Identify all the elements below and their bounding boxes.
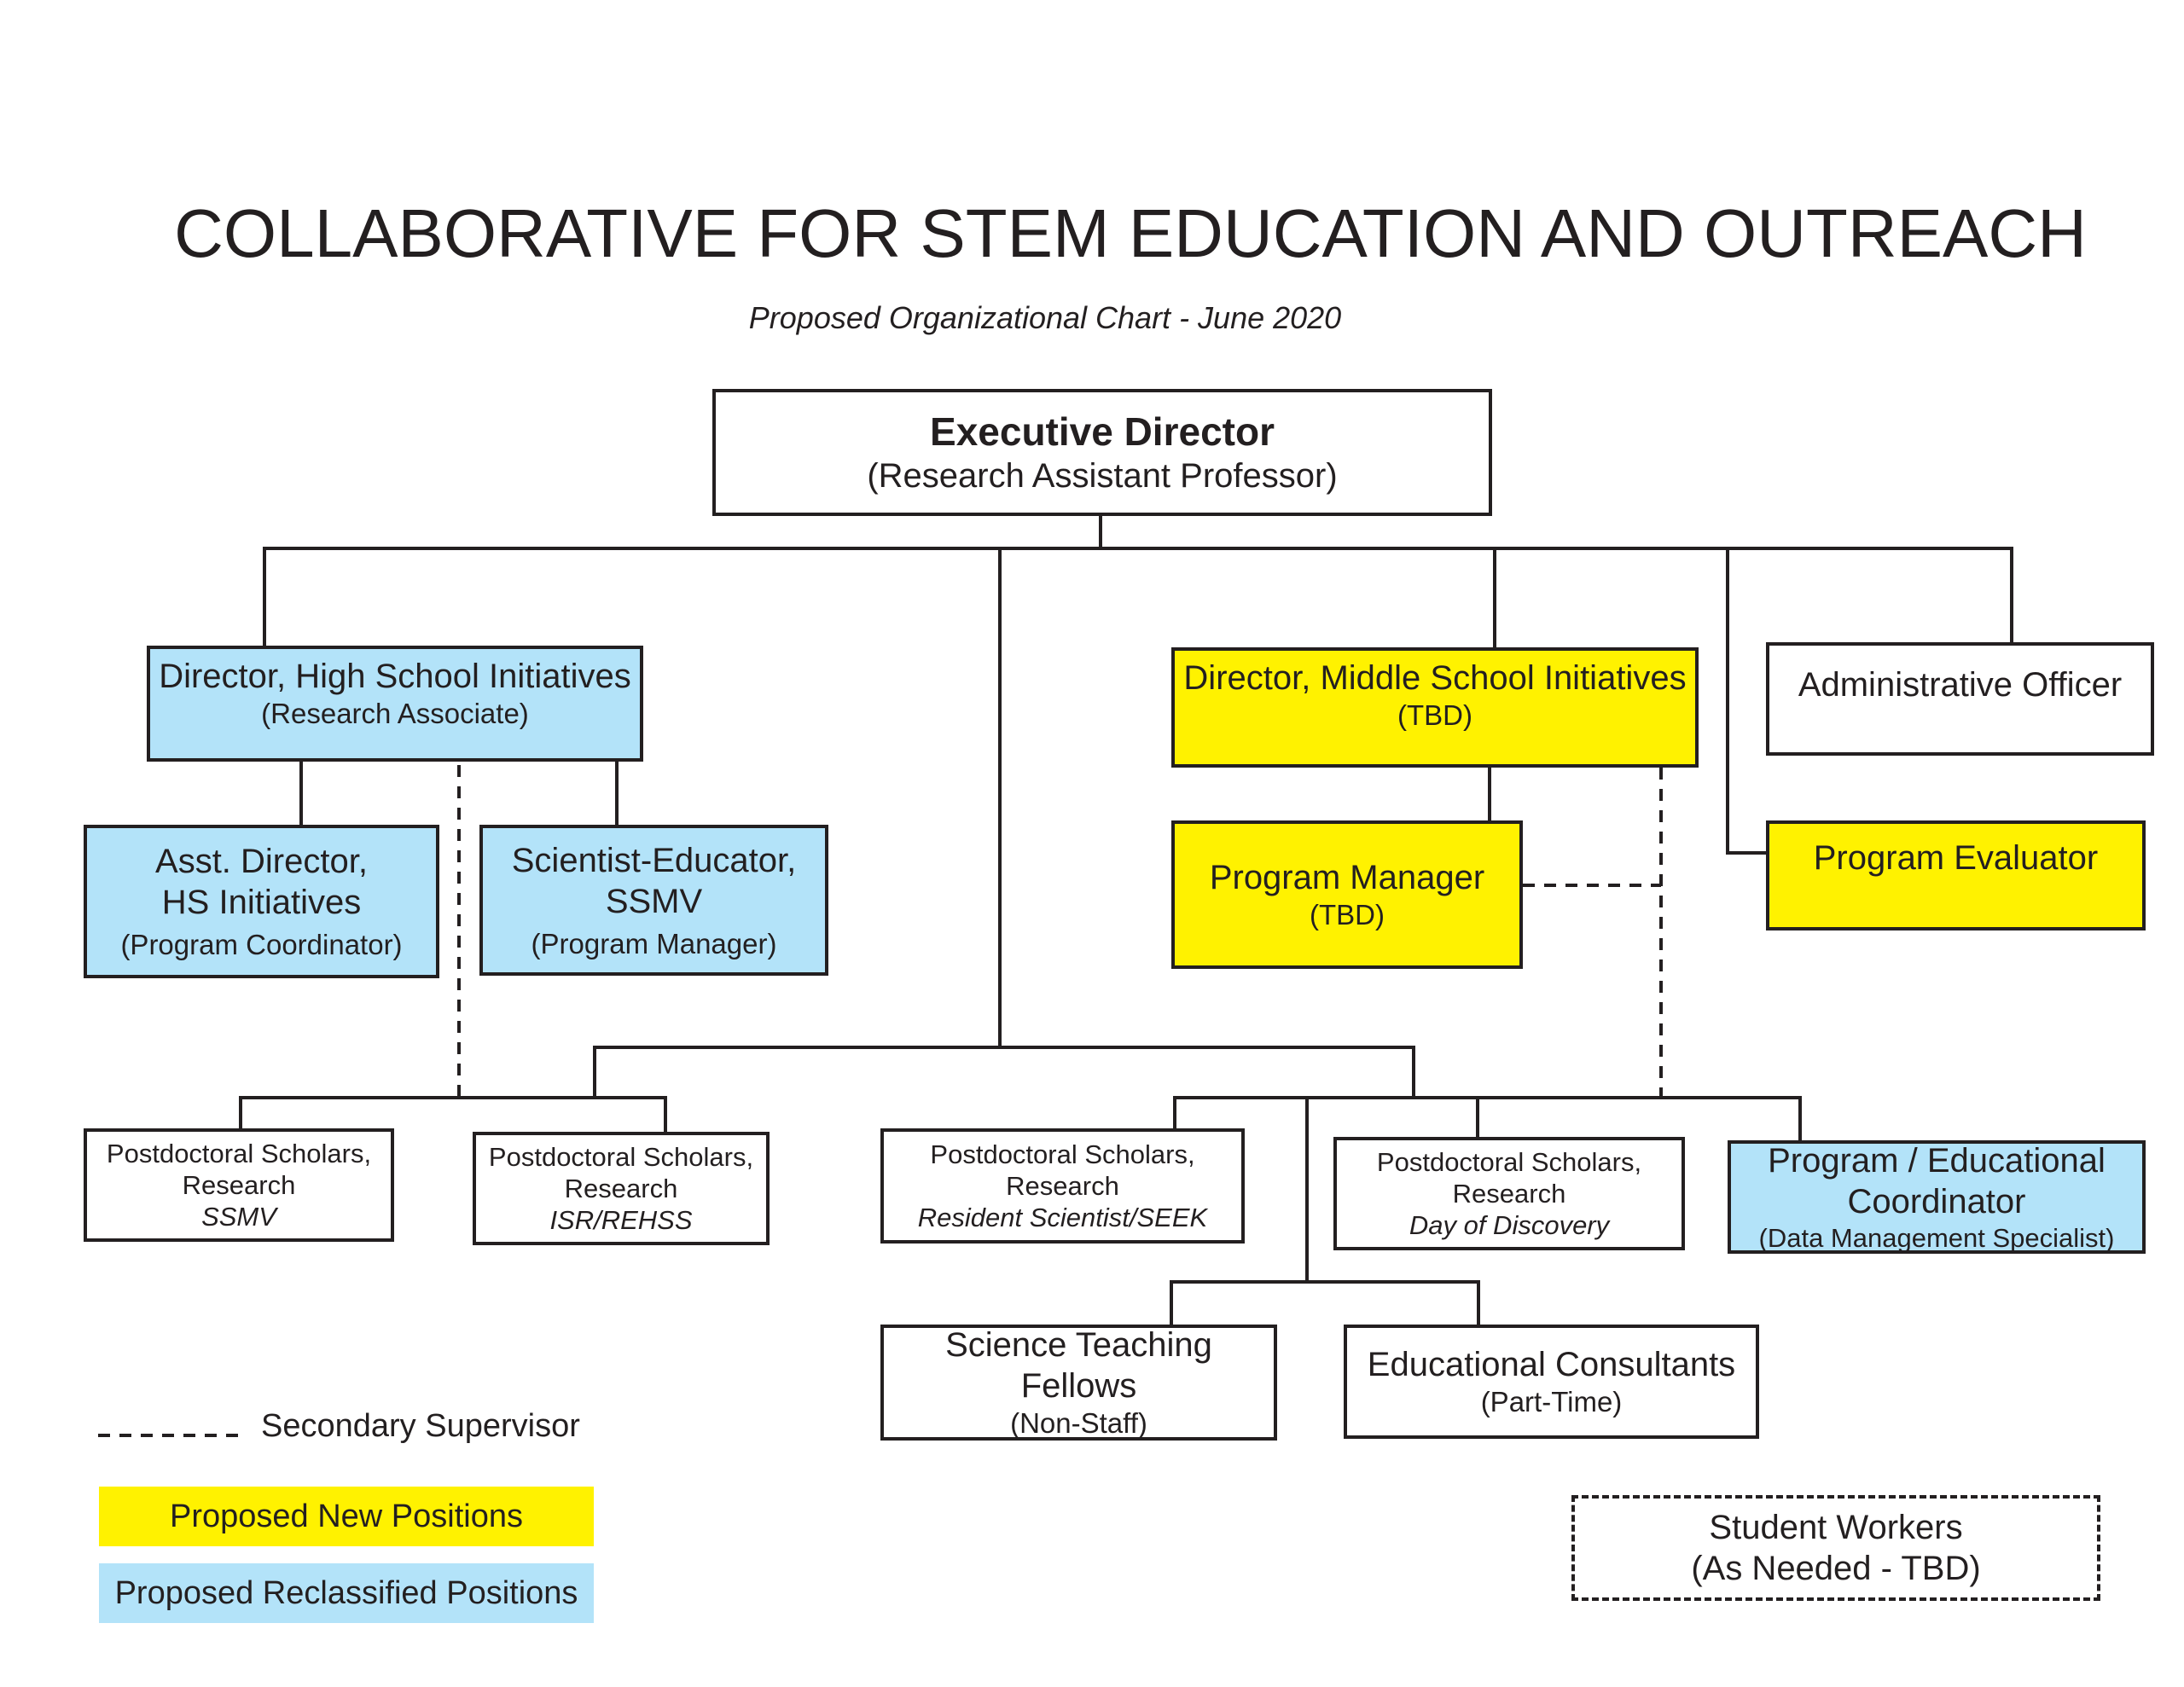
node-subtitle: (Program Manager) [531,927,777,959]
node-line1: Student Workers [1709,1509,1963,1546]
node-title: Science Teaching Fellows [945,1326,1212,1406]
node-line2: Research [1006,1170,1119,1201]
node-subtitle: (Non-Staff) [1010,1407,1147,1440]
node-postdoc-isr: Postdoctoral Scholars, Research ISR/REHS… [473,1132,770,1245]
node-line2: Research [564,1173,678,1203]
node-subtitle: ISR/REHSS [549,1205,693,1236]
node-director-high-school: Director, High School Initiatives (Resea… [147,646,643,762]
node-subtitle: (Research Associate) [261,698,529,729]
legend-proposed-reclassified: Proposed Reclassified Positions [99,1563,594,1623]
node-line1: Asst. Director, [155,843,368,881]
node-program-educational-coordinator: Program / Educational Coordinator (Data … [1728,1140,2146,1254]
node-subtitle: (Research Assistant Professor) [867,457,1338,496]
node-title: Executive Director [930,409,1275,454]
node-director-middle-school: Director, Middle School Initiatives (TBD… [1171,647,1699,768]
node-scientist-educator: Scientist-Educator, SSMV (Program Manage… [479,825,828,976]
node-line2: Coordinator [1847,1182,2026,1220]
node-student-workers: Student Workers (As Needed - TBD) [1571,1495,2100,1601]
node-executive-director: Executive Director (Research Assistant P… [712,389,1492,516]
node-title: Director, Middle School Initiatives [1183,659,1687,697]
node-title: Educational Consultants [1367,1346,1736,1384]
node-title: Administrative Officer [1798,666,2123,704]
node-subtitle: Resident Scientist/SEEK [917,1203,1208,1233]
node-line1: Program / Educational [1768,1141,2106,1180]
node-line1: Postdoctoral Scholars, [930,1139,1195,1169]
node-program-manager: Program Manager (TBD) [1171,820,1523,969]
node-program-evaluator: Program Evaluator [1766,820,2146,930]
node-line1: Postdoctoral Scholars, [106,1138,372,1168]
node-line2: HS Initiatives [161,884,362,922]
node-line1: Postdoctoral Scholars, [1376,1146,1642,1177]
node-asst-director: Asst. Director, HS Initiatives (Program … [84,825,439,978]
node-postdoc-seek: Postdoctoral Scholars, Research Resident… [880,1128,1245,1244]
node-line1: Scientist-Educator, [511,841,797,879]
node-subtitle: (Part-Time) [1480,1386,1623,1418]
node-title: Director, High School Initiatives [159,658,631,695]
node-subtitle: Day of Discovery [1409,1210,1610,1241]
node-science-teaching-fellows: Science Teaching Fellows (Non-Staff) [880,1325,1277,1441]
node-title: Program Manager [1209,859,1485,897]
node-subtitle: (Data Management Specialist) [1758,1222,2115,1253]
node-administrative-officer: Administrative Officer [1766,642,2154,756]
node-postdoc-ssmv: Postdoctoral Scholars, Research SSMV [84,1128,394,1242]
node-line2: Research [1452,1178,1566,1209]
node-subtitle: SSMV [201,1202,276,1232]
node-postdoc-day-of-discovery: Postdoctoral Scholars, Research Day of D… [1333,1137,1685,1250]
page-title: COLLABORATIVE FOR STEM EDUCATION AND OUT… [174,195,2087,271]
page-subtitle: Proposed Organizational Chart - June 202… [748,300,1342,335]
node-line2: (As Needed - TBD) [1691,1550,1981,1587]
node-educational-consultants: Educational Consultants (Part-Time) [1344,1325,1759,1439]
node-subtitle: (TBD) [1310,899,1385,931]
legend-secondary-supervisor: Secondary Supervisor [261,1408,580,1444]
legend-proposed-new: Proposed New Positions [99,1487,594,1546]
node-line2: SSMV [605,882,703,920]
node-line2: Research [182,1169,296,1200]
node-subtitle: (Program Coordinator) [120,929,403,961]
node-subtitle: (TBD) [1397,699,1472,731]
node-line1: Postdoctoral Scholars, [488,1141,754,1172]
node-title: Program Evaluator [1813,839,2099,877]
